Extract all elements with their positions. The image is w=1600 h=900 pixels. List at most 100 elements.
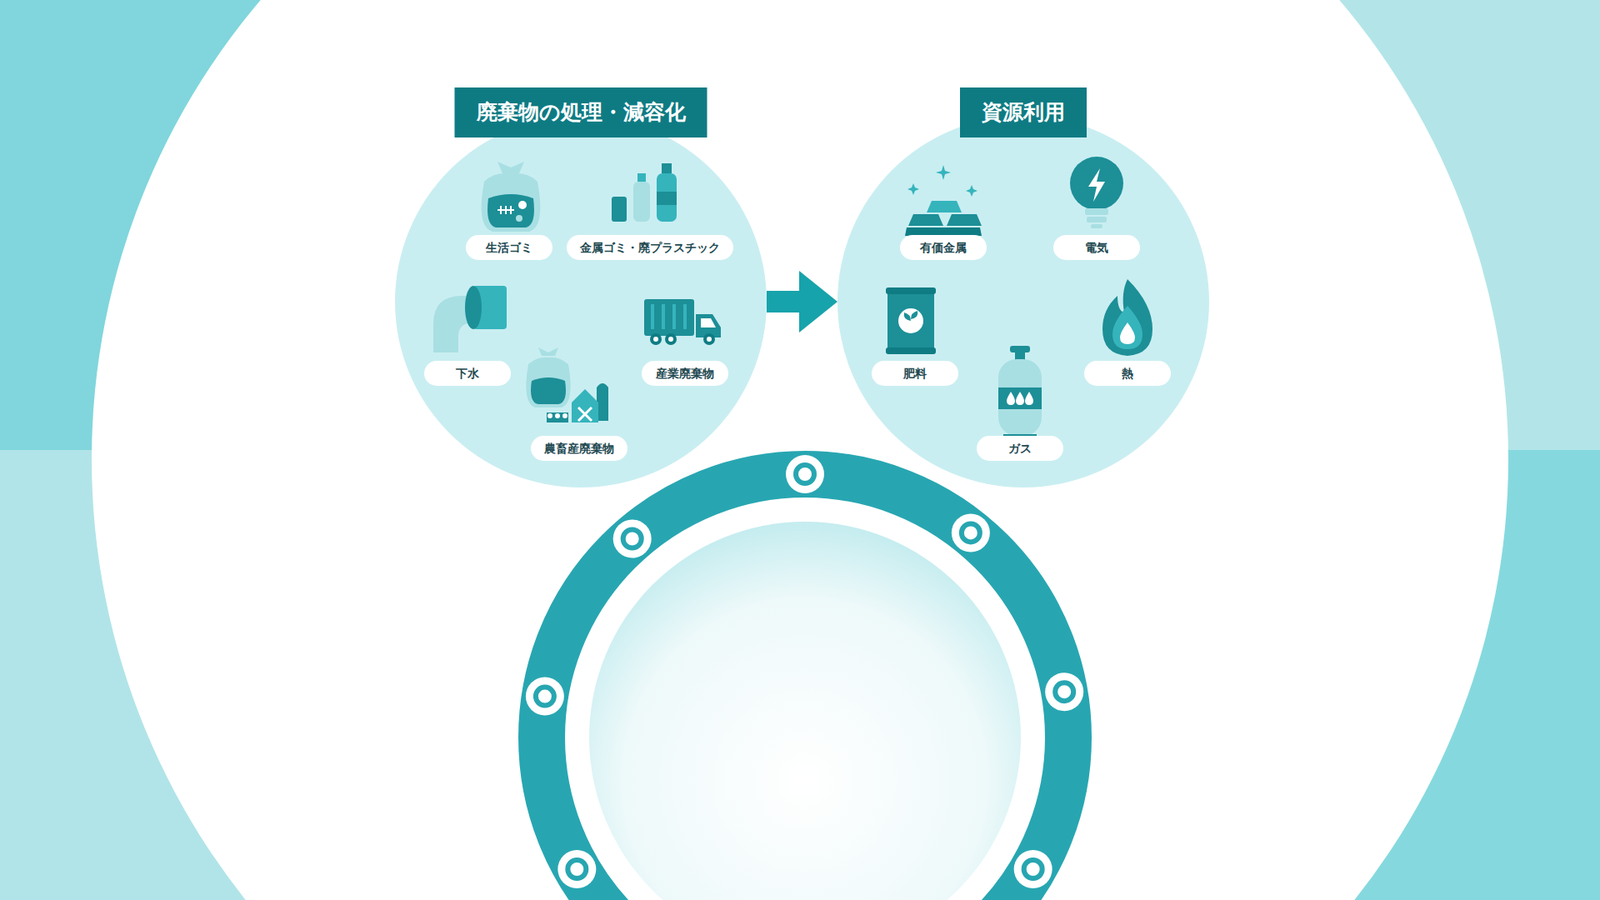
gold-bar [908,214,944,226]
pipe-icon [433,285,507,353]
bag-icon [481,161,541,232]
item-label: 産業廃棄物 [655,366,715,380]
valve [1010,345,1030,353]
pipe-mouth [465,285,482,330]
gas-icon [998,345,1042,440]
globe [589,521,1021,900]
item-pill: 生活ゴミ [465,235,553,260]
item-pill: 電気 [1053,235,1140,260]
item-pill: 産業廃棄物 [641,360,729,386]
cylinder-band [998,387,1042,410]
gold-bar [946,214,982,226]
ring-dot [567,860,586,879]
bottle [633,181,650,222]
ring-dot [785,455,825,494]
icon-layer [395,115,767,488]
sparkle [965,185,978,197]
bag-contents [530,377,566,405]
gold-icon [905,165,982,236]
wheel [665,333,677,345]
item-label: 有価金属 [920,240,967,255]
item-label: 肥料 [903,366,927,380]
truck-rib [672,304,676,330]
icon-layer [837,115,1210,488]
ring-dot [795,465,815,484]
truck-rib [683,304,687,330]
barn [571,389,599,423]
grain [555,413,560,419]
wheel [668,336,674,342]
bottles-icon [611,163,677,222]
item-pill: 下水 [424,360,511,386]
item-pill: 熱 [1084,360,1171,386]
bottle-label [656,191,677,205]
trough [546,412,569,423]
silo [596,387,609,421]
sparkle [907,183,920,195]
bulb-glass [1070,156,1124,210]
flame-inner [1112,305,1143,350]
bulb-icon [1070,156,1124,229]
lightning [1088,168,1105,202]
sprout [904,310,919,330]
bottle [656,173,677,222]
silo-top [596,383,609,388]
truck-rib [661,304,665,330]
item-label: 下水 [455,366,480,380]
wheel [653,336,659,342]
section-heading: 資源利用 [960,87,1087,138]
truck-box [644,299,695,336]
can [611,196,627,222]
group-circle: 廃棄物の処理・減容化生活ゴミ金属ゴミ・廃プラスチック下水産業廃棄物農畜産廃棄物 [395,115,767,488]
flame [1102,279,1153,356]
ring-dot [623,530,642,549]
truck-window [700,318,716,328]
gas-cylinder [998,359,1042,436]
bulb-base [1085,208,1109,215]
ring-dot [1055,682,1074,701]
item-pill: 肥料 [871,360,959,386]
earth-ring [541,474,1069,900]
arrow-head [799,270,838,333]
ring-dots [525,455,1084,889]
group-circle: 資源利用有価金属電気肥料熱ガス [837,115,1210,488]
manure-bag [525,357,570,408]
ring-dot [961,523,980,542]
trash-bag [481,173,541,232]
item-label: 熱 [1121,366,1134,380]
ring-dot [1045,672,1084,711]
continent [596,835,655,896]
grain [562,413,568,419]
item-pill: 有価金属 [900,235,987,260]
continent [800,522,1029,796]
gold-bar [926,200,962,213]
bottle-cap [637,173,646,182]
fertilizer-bag [887,287,935,355]
item-label: 生活ゴミ [485,240,533,255]
wheel [706,336,712,342]
bulb-base [1086,216,1107,223]
ring-dot [535,687,555,706]
item-label: 金属ゴミ・廃プラスチック [580,240,720,255]
sprout-badge [898,308,924,334]
item-label: ガス [1008,441,1032,455]
island [804,753,810,759]
item-label: 電気 [1085,240,1109,255]
wheel [703,333,715,345]
flame-drop [1120,322,1135,345]
wheel [650,333,662,345]
gas-drop [1025,391,1034,405]
section-heading: 廃棄物の処理・減容化 [455,87,708,138]
item-pill: 金属ゴミ・廃プラスチック [566,235,734,260]
ring-dot [613,520,652,559]
continent [671,627,697,656]
white-disc [91,0,1509,900]
bag-knot [497,161,525,174]
gas-drop [1015,391,1025,405]
scrap [515,215,523,222]
ring-dot [557,850,596,889]
flame-icon [1102,279,1153,356]
fish-bone [497,205,515,215]
